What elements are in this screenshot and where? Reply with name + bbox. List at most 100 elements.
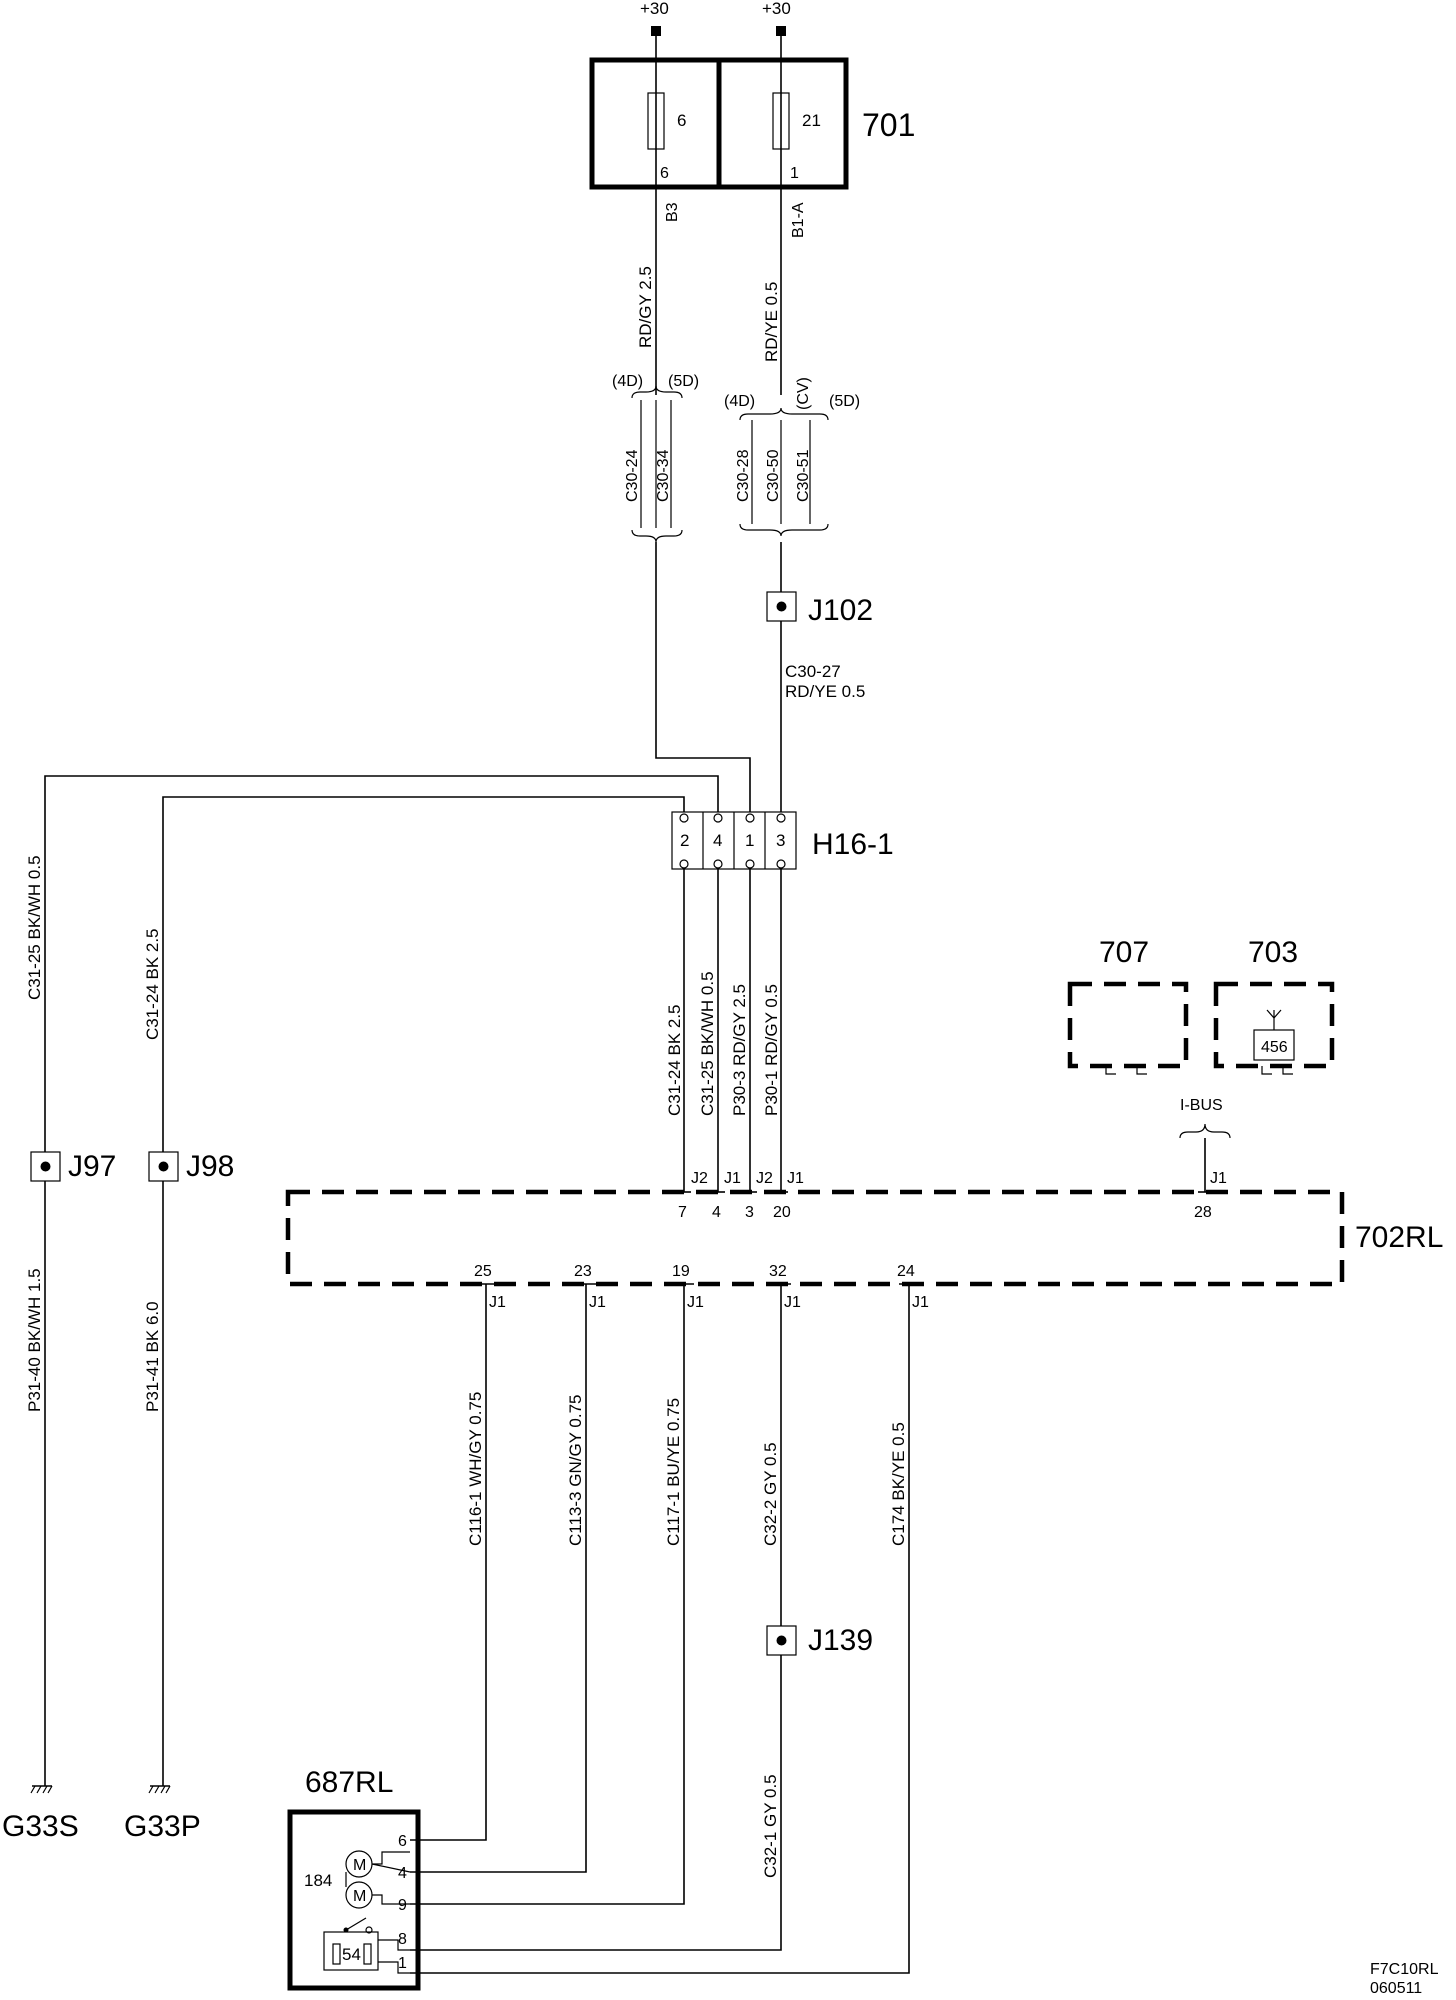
j98-wire: P31-41 BK 6.0 xyxy=(143,1301,162,1412)
ecu-bottom-pin-4: 24 xyxy=(897,1263,915,1280)
motor-symbol-2: M xyxy=(353,1888,366,1905)
ecu-bottom-conn-3: J1 xyxy=(784,1294,801,1311)
bottom-wire-3: C32-2 GY 0.5 xyxy=(761,1442,780,1546)
h16-label: H16-1 xyxy=(812,828,894,861)
ground-g33p-label: G33P xyxy=(124,1810,201,1843)
switch-icon xyxy=(323,1917,410,1974)
wire-top-right: RD/YE 0.5 xyxy=(762,282,781,362)
ground-g33s-icon xyxy=(30,1785,53,1794)
ecu-bottom-conn-4: J1 xyxy=(912,1294,929,1311)
conn-c30-28: C30-28 xyxy=(735,449,752,502)
fuse-pin-right: 1 xyxy=(790,165,799,182)
ecu-top-conn-2: J2 xyxy=(756,1170,773,1187)
ecu-bottom-pin-3: 32 xyxy=(769,1263,787,1280)
ground-g33p-icon xyxy=(148,1785,171,1794)
ecu-label: 702RL xyxy=(1355,1221,1443,1254)
switch-id: 54 xyxy=(342,1945,361,1964)
conn-c30-51: C30-51 xyxy=(795,449,812,502)
fuse-wire-label-left: B3 xyxy=(664,202,681,222)
splice-j98 xyxy=(148,1151,179,1182)
splice-j102 xyxy=(766,591,797,622)
footer-code: F7C10RL xyxy=(1370,1961,1439,1978)
bottom-wire-4: C174 BK/YE 0.5 xyxy=(889,1422,908,1546)
wire-top-left: RD/GY 2.5 xyxy=(636,266,655,348)
ecu-top-conn-1: J1 xyxy=(724,1170,741,1187)
motor-pin-1: 4 xyxy=(398,1865,407,1882)
supply-label-left: +30 xyxy=(640,0,669,18)
j102-wire-spec: RD/YE 0.5 xyxy=(785,682,865,701)
h16-pin-3: 3 xyxy=(776,831,785,850)
splice-j97 xyxy=(30,1151,61,1182)
motor-icon xyxy=(345,1850,411,1909)
fuse-pin-left: 6 xyxy=(660,165,669,182)
fuse-number-right: 21 xyxy=(802,111,821,130)
variant-right-4d: (4D) xyxy=(724,393,755,410)
motor-unit-label: 687RL xyxy=(305,1766,393,1799)
j97-wire: P31-40 BK/WH 1.5 xyxy=(25,1268,44,1412)
motor-unit-687rl xyxy=(287,1809,421,1991)
conn-c30-34: C30-34 xyxy=(655,449,672,502)
conn-c30-24: C30-24 xyxy=(624,449,641,502)
ecu-702rl xyxy=(285,1189,1345,1287)
ecu-bottom-pin-2: 19 xyxy=(672,1263,690,1280)
ecu-top-pin-2: 3 xyxy=(745,1204,754,1221)
ecu-top-conn-0: J2 xyxy=(691,1170,708,1187)
antenna-icon xyxy=(1253,1009,1295,1061)
ecu-top-conn-3: J1 xyxy=(787,1170,804,1187)
box-707 xyxy=(1067,981,1189,1075)
h16-out-wire-0: C31-24 BK 2.5 xyxy=(665,1004,684,1116)
variant-left-5d: (5D) xyxy=(668,373,699,390)
h16-pin-0: 2 xyxy=(680,831,689,850)
h16-out-wire-1: C31-25 BK/WH 0.5 xyxy=(698,971,717,1116)
motor-pin-0: 6 xyxy=(398,1833,407,1850)
conn-c30-50: C30-50 xyxy=(765,449,782,502)
ibus-label: I-BUS xyxy=(1180,1097,1223,1114)
footer-date: 060511 xyxy=(1370,1980,1422,1997)
ecu-top-pin-3: 20 xyxy=(773,1204,791,1221)
left-wire-c31-25: C31-25 BK/WH 0.5 xyxy=(25,855,44,1000)
ecu-bottom-conn-1: J1 xyxy=(589,1294,606,1311)
box-703-inner: 456 xyxy=(1261,1039,1288,1056)
h16-out-wire-3: P30-1 RD/GY 0.5 xyxy=(762,984,781,1116)
ecu-bottom-pin-1: 23 xyxy=(574,1263,592,1280)
h16-pin-2: 1 xyxy=(745,831,754,850)
motor-symbol-1: M xyxy=(353,1857,366,1874)
box-703 xyxy=(1213,981,1335,1075)
splice-j97-label: J97 xyxy=(68,1150,116,1183)
supply-terminal-left xyxy=(651,26,661,36)
splice-j98-label: J98 xyxy=(186,1150,234,1183)
fuse-number-left: 6 xyxy=(677,111,686,130)
h16-out-wire-2: P30-3 RD/GY 2.5 xyxy=(730,984,749,1116)
splice-j139 xyxy=(766,1625,797,1656)
motor-pin-4: 1 xyxy=(398,1955,407,1972)
ecu-bottom-pin-0: 25 xyxy=(474,1263,492,1280)
motor-pin-2: 9 xyxy=(398,1897,407,1914)
fuse-wire-label-right: B1-A xyxy=(790,202,807,238)
supply-terminal-right xyxy=(776,26,786,36)
ibus-pin: 28 xyxy=(1194,1204,1212,1221)
box-703-label: 703 xyxy=(1248,936,1298,969)
bottom-wire-2: C117-1 BU/YE 0.75 xyxy=(664,1398,683,1546)
connector-h16-1 xyxy=(671,811,797,870)
box-707-label: 707 xyxy=(1099,936,1149,969)
ecu-bottom-conn-2: J1 xyxy=(687,1294,704,1311)
bottom-wire-0: C116-1 WH/GY 0.75 xyxy=(466,1392,485,1546)
splice-j139-label: J139 xyxy=(808,1624,873,1657)
ecu-top-pin-0: 7 xyxy=(678,1204,687,1221)
ecu-top-pin-1: 4 xyxy=(712,1204,721,1221)
h16-pin-1: 4 xyxy=(713,831,722,850)
ibus-conn: J1 xyxy=(1210,1170,1227,1187)
variant-group-left xyxy=(631,385,683,543)
bottom-wire-1: C113-3 GN/GY 0.75 xyxy=(566,1394,585,1546)
variant-right-cv: (CV) xyxy=(795,377,812,410)
j139-wire: C32-1 GY 0.5 xyxy=(761,1774,780,1878)
supply-label-right: +30 xyxy=(762,0,791,18)
variant-group-right xyxy=(739,407,829,537)
variant-right-5d: (5D) xyxy=(829,393,860,410)
motor-pin-3: 8 xyxy=(398,1931,407,1948)
fuse-box-label: 701 xyxy=(862,107,915,143)
ecu-bottom-conn-0: J1 xyxy=(489,1294,506,1311)
splice-j102-label: J102 xyxy=(808,594,873,627)
left-wire-c31-24: C31-24 BK 2.5 xyxy=(143,928,162,1040)
